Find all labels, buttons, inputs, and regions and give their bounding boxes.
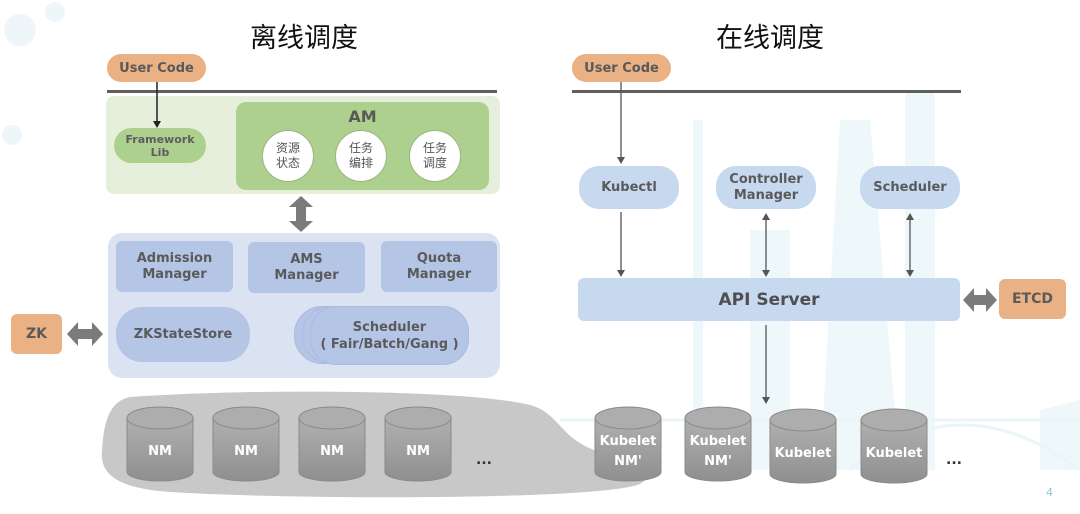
cylinder-text: NM [234,444,258,459]
offline-divider-line [107,90,497,93]
am-circle-task-orchestration[interactable]: 任务编排 [335,130,387,182]
cylinder-icon [769,408,837,484]
cylinder-text: Kubelet [774,446,832,461]
cylinder-icon [860,408,928,484]
etcd-box[interactable]: ETCD [999,279,1066,319]
cylinder-text: NM' [614,454,642,469]
box-text: Manager [406,266,472,282]
box-text: Manager [274,267,339,283]
kubelet-node[interactable]: Kubelet [860,408,928,484]
cylinder-text: NM [148,444,172,459]
controller-text: Manager [733,187,799,203]
cylinder-label: Kubelet [860,434,928,474]
am-circle-resource-state[interactable]: 资源状态 [262,130,314,182]
cylinder-icon [594,406,662,482]
circle-text: 资源 [275,141,300,155]
double-arrow-horizontal-icon [67,322,103,346]
offline-scheduler[interactable]: Scheduler( Fair/Batch/Gang ) [310,306,469,365]
zk-box[interactable]: ZK [11,314,62,354]
box-text: AMS [290,251,323,267]
cylinder-text: Kubelet [689,434,747,449]
circle-text: 任务 [422,141,447,155]
nm-node[interactable]: NM [212,406,280,482]
double-arrow-vertical-icon [289,196,313,232]
circle-text: 状态 [275,156,300,170]
cylinder-text: NM [406,444,430,459]
offline-title: 离线调度 [250,23,358,54]
page-number: 4 [1046,486,1053,499]
double-arrow-horizontal-icon [963,288,997,312]
framework-lib-line2: Lib [150,145,170,159]
am-label: AM [348,107,377,126]
box-text: Admission [136,250,213,266]
nm-node[interactable]: NM [384,406,452,482]
cylinder-icon [384,406,452,482]
online-user-code[interactable]: User Code [572,54,671,82]
nm-node[interactable]: NM [126,406,194,482]
framework-lib[interactable]: Framework Lib [114,128,206,163]
cylinder-text: NM' [704,454,732,469]
offline-ellipsis: ... [476,452,492,468]
api-server[interactable]: API Server [578,278,960,321]
circle-text: 任务 [348,141,373,155]
kubectl[interactable]: Kubectl [579,166,679,209]
offline-user-code[interactable]: User Code [107,54,206,82]
arrow-usercode-to-framework [153,82,161,128]
cylinder-text: Kubelet [865,446,923,461]
framework-lib-line1: Framework [125,132,195,146]
circle-text: 调度 [422,156,447,170]
kubelet-node[interactable]: Kubelet [769,408,837,484]
online-scheduler[interactable]: Scheduler [860,166,960,209]
online-title: 在线调度 [716,23,824,54]
online-ellipsis: ... [946,452,962,468]
cylinder-icon [126,406,194,482]
cylinder-icon [298,406,366,482]
nm-node[interactable]: NM [298,406,366,482]
box-text: Manager [142,266,207,282]
zk-state-store[interactable]: ZKStateStore [116,307,250,362]
controller-text: Controller [729,171,803,187]
cylinder-label: NM [212,432,280,472]
scheduler-text: ( Fair/Batch/Gang ) [320,336,459,352]
cylinder-text: Kubelet [599,434,657,449]
box-text: Quota [416,250,462,266]
am-box[interactable]: AM 资源状态 任务编排 任务调度 [236,102,489,190]
cylinder-label: NM [384,432,452,472]
cylinder-label: NM [298,432,366,472]
online-divider-line [572,90,961,93]
circle-text: 编排 [348,156,373,170]
arrow-usercode-to-kubectl [617,82,625,164]
cylinder-label: Kubelet [769,434,837,474]
am-circle-task-scheduling[interactable]: 任务调度 [409,130,461,182]
cylinder-label: NM [126,432,194,472]
cylinder-icon [212,406,280,482]
cylinder-text: NM [320,444,344,459]
cylinder-icon [684,406,752,482]
scheduler-text: Scheduler [352,319,427,335]
